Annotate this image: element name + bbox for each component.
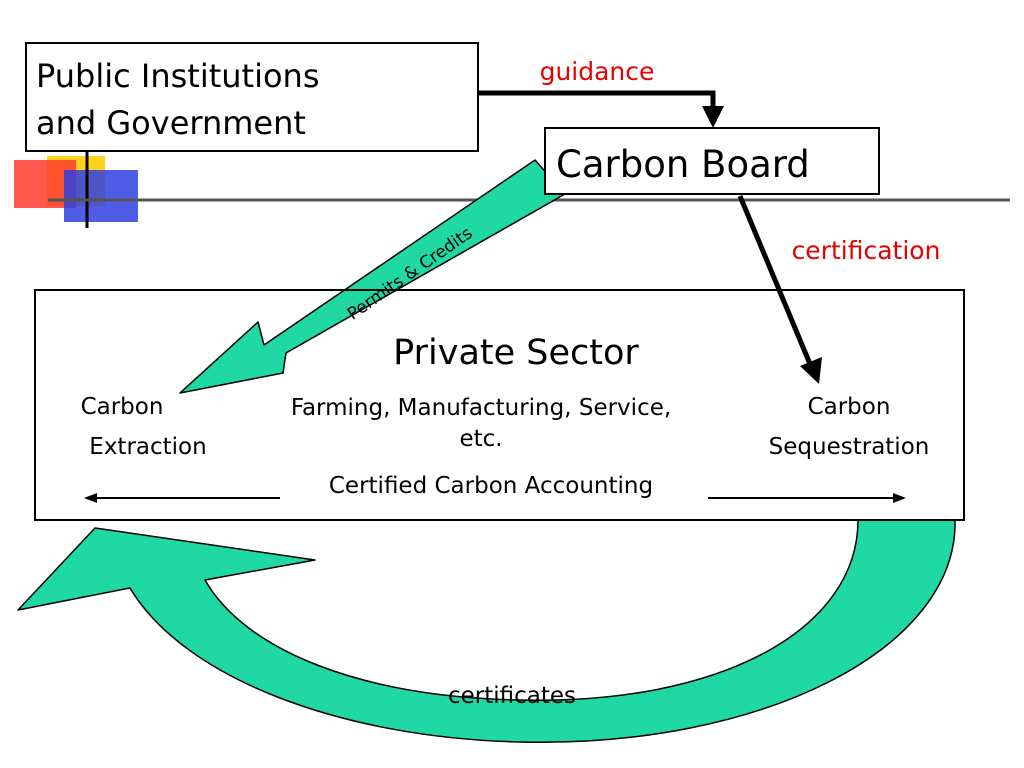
guidance-connector (478, 90, 716, 108)
certification-connector (737, 195, 813, 365)
private-sector-sectors-line2: etc. (459, 426, 502, 452)
guidance-arrowhead (702, 106, 724, 128)
sequestration-thin-arrowhead (893, 493, 906, 503)
carbon-sequestration-line1: Carbon (808, 394, 891, 420)
certified-carbon-accounting: Certified Carbon Accounting (329, 473, 653, 499)
public-institutions-box: Public Institutions and Government (25, 42, 479, 152)
carbon-extraction-line1: Carbon (81, 394, 164, 420)
carbon-sequestration-line2: Sequestration (769, 434, 930, 460)
slide-ornament (14, 150, 1010, 228)
public-institutions-line1: Public Institutions (36, 57, 320, 95)
certification-label: certification (792, 236, 941, 265)
permits-credits-label: Permits & Credits (344, 223, 477, 324)
private-sector-box: Private Sector Farming, Manufacturing, S… (34, 289, 965, 521)
certificates-arrow (17, 519, 956, 743)
permits-credits-arrow (179, 159, 566, 394)
private-sector-sectors-line1: Farming, Manufacturing, Service, (291, 395, 671, 421)
extraction-thin-arrowhead (84, 493, 97, 503)
private-sector-title: Private Sector (393, 333, 639, 373)
carbon-board-label: Carbon Board (556, 143, 810, 186)
carbon-board-box: Carbon Board (544, 127, 880, 195)
public-institutions-line2: and Government (36, 104, 306, 142)
certification-arrowhead (800, 357, 822, 384)
guidance-label: guidance (540, 57, 655, 86)
certificates-label: certificates (448, 683, 576, 709)
ornament-blue-square (64, 170, 138, 222)
carbon-extraction-line2: Extraction (89, 434, 206, 460)
